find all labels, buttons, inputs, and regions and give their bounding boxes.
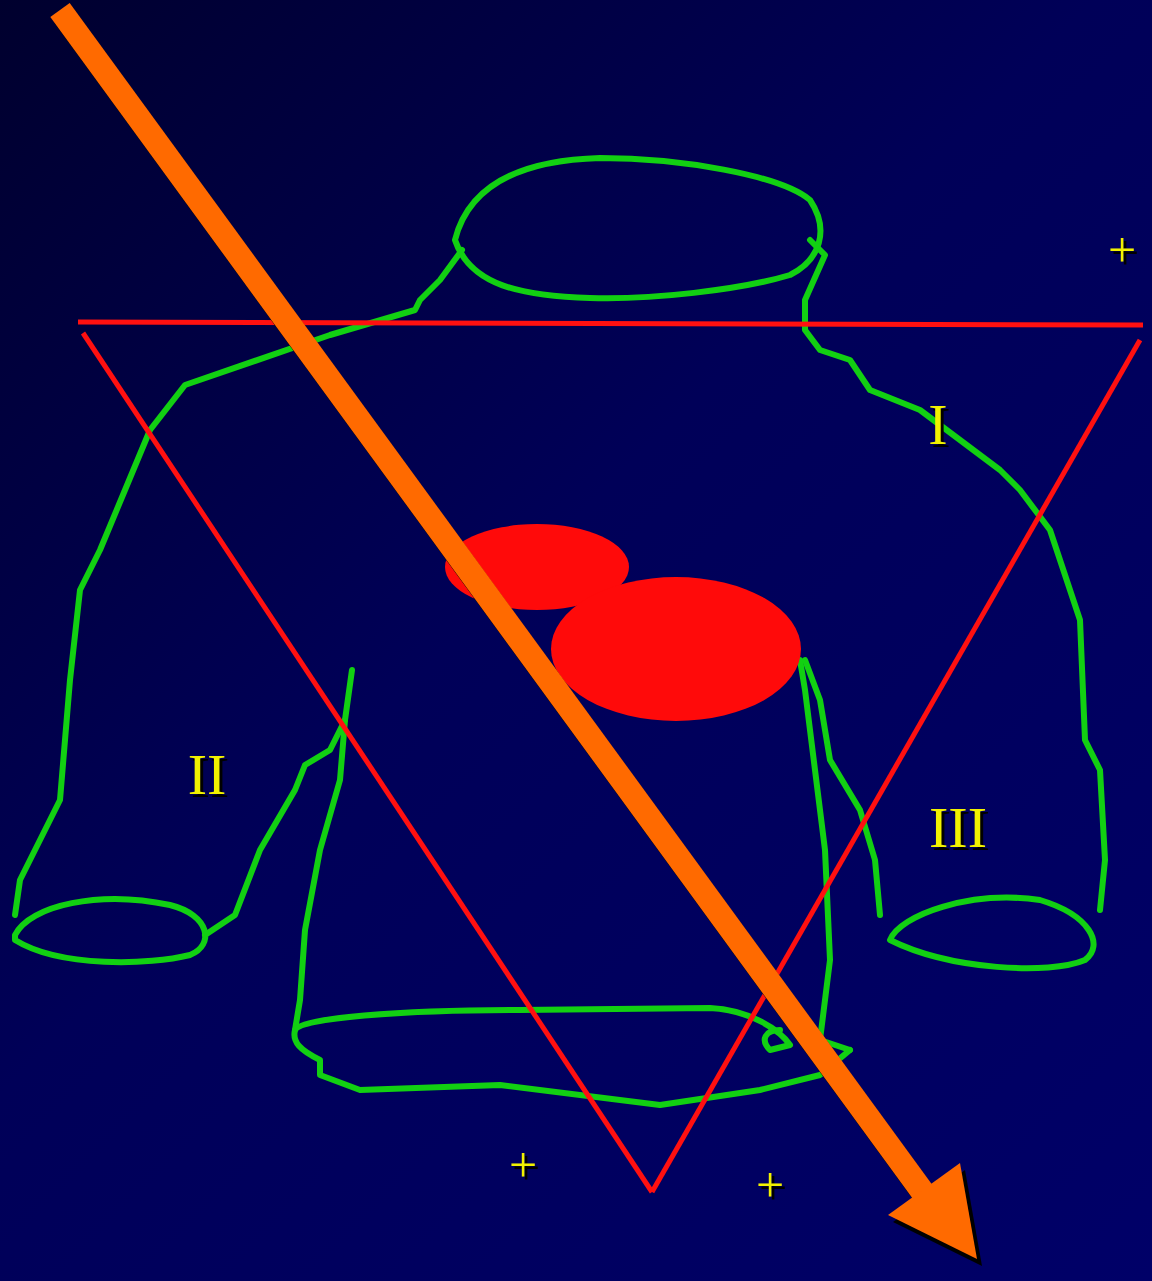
lead-line [652, 340, 1140, 1192]
head-outline [455, 158, 820, 298]
arrowhead [888, 1163, 977, 1259]
left-leg-outline [295, 720, 345, 1030]
lead-line [83, 333, 652, 1192]
axis-arrow [60, 10, 982, 1266]
right-inner-arm-outline [805, 660, 880, 915]
lead-label: II [184, 746, 231, 804]
legs-bottom-outline [294, 1008, 850, 1105]
lead-line [78, 322, 1143, 325]
lead-label: III [925, 799, 991, 857]
polarity-sign: + [505, 1140, 541, 1190]
lead-label: I [924, 396, 951, 454]
torso-left-outline [15, 250, 462, 915]
body-outline [15, 158, 1105, 1105]
polarity-sign: + [752, 1160, 788, 1210]
left-hand-outline [15, 899, 205, 962]
polarity-sign: + [1104, 225, 1140, 275]
arrow-shaft [60, 10, 930, 1202]
right-hand-outline [890, 898, 1094, 968]
torso-right-outline [805, 240, 1105, 910]
heart-ventricle [551, 577, 801, 721]
